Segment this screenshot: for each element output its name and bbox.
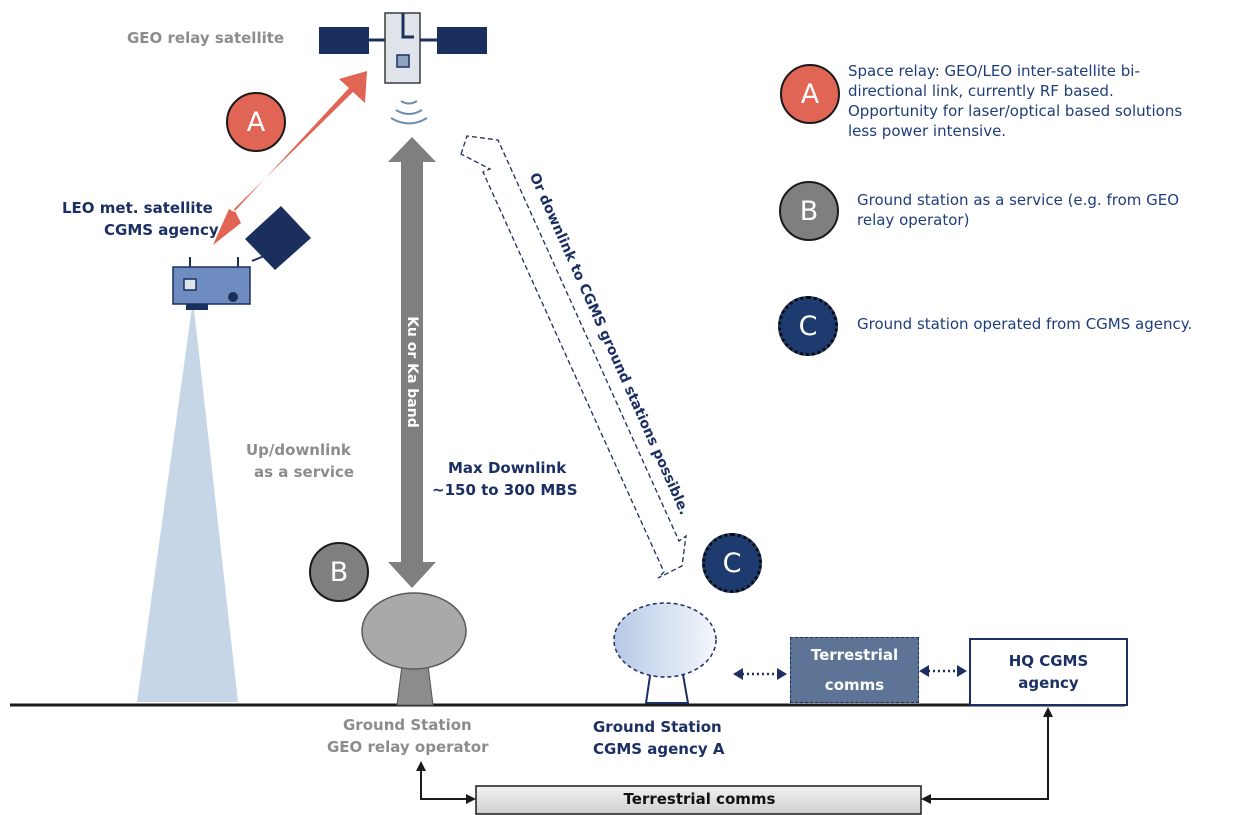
dotted-link-dish-terrestrial xyxy=(733,668,787,680)
updownlink-label-line1: Up/downlink xyxy=(246,441,351,459)
badge-c-diagram: C xyxy=(702,533,762,593)
hq-cgms-box-line1: HQ CGMS xyxy=(1008,652,1089,670)
leo-beam-cone xyxy=(137,300,238,702)
updownlink-label-line2: as a service xyxy=(254,463,355,481)
legend-a-line1: Space relay: GEO/LEO inter-satellite bi- xyxy=(848,62,1140,80)
hq-cgms-box: HQ CGMS agency xyxy=(969,638,1128,706)
geo-satellite-label: GEO relay satellite xyxy=(127,29,285,47)
connector-hq-arrowhead-up xyxy=(1043,707,1053,717)
hq-cgms-box-line2: agency xyxy=(1018,674,1079,692)
connector-hq xyxy=(931,717,1049,800)
legend-badge-c: C xyxy=(778,296,838,356)
leo-satellite-label-line2: CGMS agency xyxy=(104,221,219,239)
terrestrial-comms-bar xyxy=(475,785,922,815)
legend-text-a: Space relay: GEO/LEO inter-satellite bi-… xyxy=(848,61,1182,141)
cgms-downlink-arrow xyxy=(460,135,687,579)
legend-a-line3: Opportunity for laser/optical based solu… xyxy=(848,102,1183,120)
ku-ka-band-arrow xyxy=(388,137,436,588)
terrestrial-comms-box-line1: Terrestrial xyxy=(810,646,899,664)
max-downlink-label-line2: ~150 to 300 MBS xyxy=(432,481,578,499)
leo-satellite-label-line1: LEO met. satellite xyxy=(62,199,213,217)
terrestrial-comms-box: Terrestrial comms xyxy=(790,637,919,703)
signal-waves-icon xyxy=(390,100,428,125)
leo-satellite-icon xyxy=(172,206,311,310)
legend-text-b: Ground station as a service (e.g. from G… xyxy=(857,190,1179,230)
legend-badge-a: A xyxy=(780,64,840,124)
badge-a-diagram: A xyxy=(226,92,286,152)
legend-text-c: Ground station operated from CGMS agency… xyxy=(857,314,1192,334)
gs-geo-operator-label-line1: Ground Station xyxy=(343,716,472,734)
connector-geo-operator-arrowhead-right xyxy=(466,794,476,804)
gs-geo-operator-label-line2: GEO relay operator xyxy=(327,738,489,756)
inter-sat-link-arrow xyxy=(213,71,367,245)
max-downlink-label-line1: Max Downlink xyxy=(448,459,567,477)
connector-geo-operator-arrowhead-up xyxy=(416,761,426,771)
legend-a-line4: less power intensive. xyxy=(848,122,1007,140)
connector-geo-operator xyxy=(420,770,466,800)
cgms-dish-icon xyxy=(613,602,717,704)
legend-badge-b: B xyxy=(779,181,839,241)
legend-a-line2: directional link, currently RF based. xyxy=(848,82,1114,100)
connector-hq-arrowhead-left xyxy=(921,794,931,804)
geo-satellite-icon xyxy=(319,12,487,84)
ku-ka-band-label: Ku or Ka band xyxy=(404,316,420,428)
legend-b-line2: relay operator) xyxy=(857,211,970,229)
gs-cgms-label-line1: Ground Station xyxy=(593,718,722,736)
badge-b-diagram: B xyxy=(309,542,369,602)
gs-cgms-label-line2: CGMS agency A xyxy=(593,740,725,758)
terrestrial-comms-bar-label: Terrestrial comms xyxy=(623,790,776,808)
legend-b-line1: Ground station as a service (e.g. from G… xyxy=(857,191,1180,209)
terrestrial-comms-box-line2: comms xyxy=(824,676,885,694)
legend-c-line1: Ground station operated from CGMS agency… xyxy=(857,315,1193,333)
dotted-link-terrestrial-hq xyxy=(919,665,967,677)
geo-operator-dish-icon xyxy=(361,592,467,706)
